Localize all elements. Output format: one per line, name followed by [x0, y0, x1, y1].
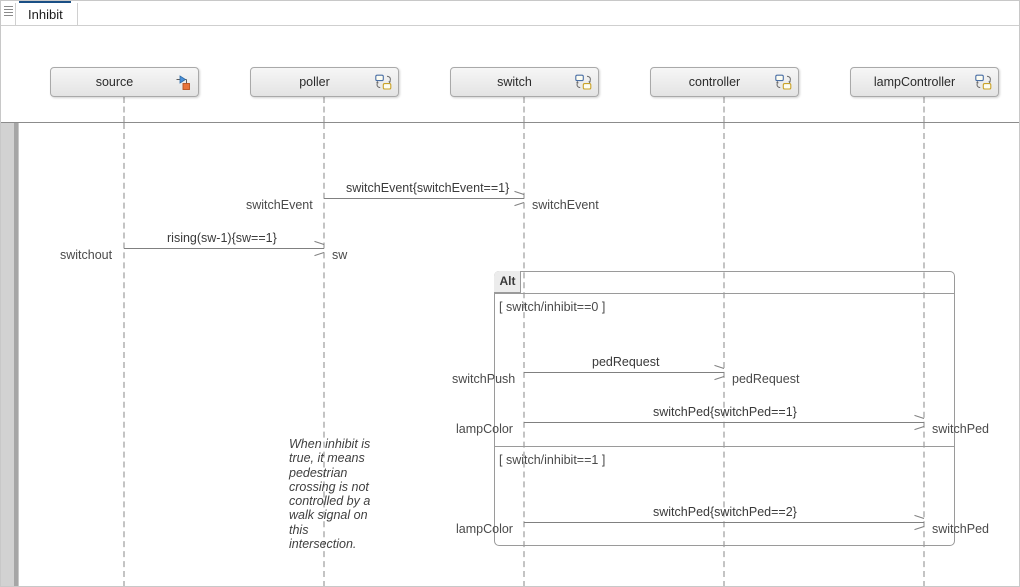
canvas-left-edge	[18, 123, 19, 586]
simulink-block-icon	[175, 74, 192, 91]
diagram-note[interactable]: When inhibit is true, it means pedestria…	[289, 437, 371, 552]
tab-bar-underline	[1, 25, 1019, 26]
message-label-pedrequest: pedRequest	[592, 355, 660, 369]
lifeline-line-poller	[323, 97, 325, 122]
message-line-rising[interactable]	[124, 248, 324, 249]
lifeline-line-controller	[723, 97, 725, 122]
lifeline-header-poller[interactable]: poller	[250, 67, 399, 97]
lifeline-header-controller[interactable]: controller	[650, 67, 799, 97]
alt-guard-1: [ switch/inhibit==0 ]	[499, 300, 606, 314]
alt-operand-separator-1	[494, 293, 955, 294]
message-label-switchped-2: switchPed{switchPed==2}	[653, 505, 797, 519]
lifeline-header-source[interactable]: source	[50, 67, 199, 97]
alt-operand-separator-2	[494, 446, 955, 447]
message-line-switchevent[interactable]	[324, 198, 524, 199]
stateflow-chart-icon	[575, 74, 592, 91]
message-label-switchped-1: switchPed{switchPed==1}	[653, 405, 797, 419]
message-source-port-switchped-2: lampColor	[456, 522, 513, 536]
lifeline-line-switch	[523, 97, 525, 122]
message-line-pedrequest[interactable]	[524, 372, 724, 373]
message-line-switchped-1[interactable]	[524, 422, 924, 423]
message-target-port-switchevent: switchEvent	[532, 198, 599, 212]
lifeline-line-source	[123, 97, 125, 122]
lifeline-label-poller: poller	[299, 75, 330, 89]
message-target-port-switchped-2: switchPed	[932, 522, 989, 536]
vertical-scrollbar-track[interactable]	[1, 123, 15, 586]
message-target-port-pedrequest: pedRequest	[732, 372, 800, 386]
stateflow-chart-icon	[375, 74, 392, 91]
alt-guard-2: [ switch/inhibit==1 ]	[499, 453, 606, 467]
message-target-port-switchped-1: switchPed	[932, 422, 989, 436]
message-source-port-pedrequest: switchPush	[452, 372, 516, 386]
message-source-port-switchped-1: lampColor	[456, 422, 513, 436]
diagram-canvas[interactable]: source poller	[1, 26, 1019, 586]
lifeline-line-lampcontroller	[923, 97, 925, 122]
lifeline-label-controller: controller	[688, 75, 741, 89]
alt-fragment-tab[interactable]: Alt	[494, 271, 521, 293]
lifeline-line-source-body	[123, 123, 125, 586]
lifeline-header-switch[interactable]: switch	[450, 67, 599, 97]
stateflow-chart-icon	[975, 74, 992, 91]
message-source-port-rising: switchout	[60, 248, 113, 262]
vertical-scrollbar-thumb[interactable]	[14, 123, 18, 586]
alt-fragment-kind-label: Alt	[499, 274, 516, 288]
lifeline-label-lampcontroller: lampController	[873, 75, 956, 89]
lifeline-label-switch: switch	[497, 75, 532, 89]
lifeline-line-lampcontroller-body	[923, 123, 925, 586]
message-label-rising: rising(sw-1){sw==1}	[167, 231, 277, 245]
lifeline-line-switch-body	[523, 123, 525, 586]
message-line-switchped-2[interactable]	[524, 522, 924, 523]
stateflow-chart-icon	[775, 74, 792, 91]
alt-fragment-frame[interactable]	[494, 271, 955, 546]
message-target-port-rising: sw	[332, 248, 348, 262]
tab-bar: Inhibit	[1, 1, 1019, 26]
message-source-port-switchevent: switchEvent	[246, 198, 313, 212]
lifeline-line-poller-body	[323, 123, 325, 586]
lifeline-line-controller-body	[723, 123, 725, 586]
lifeline-label-source: source	[95, 75, 134, 89]
header-divider	[1, 122, 1019, 123]
grip-lines-icon[interactable]	[4, 6, 13, 19]
tab-inhibit[interactable]: Inhibit	[15, 3, 78, 26]
message-label-switchevent: switchEvent{switchEvent==1}	[346, 181, 510, 195]
tab-active-accent	[19, 1, 71, 4]
lifeline-header-lampcontroller[interactable]: lampController	[850, 67, 999, 97]
